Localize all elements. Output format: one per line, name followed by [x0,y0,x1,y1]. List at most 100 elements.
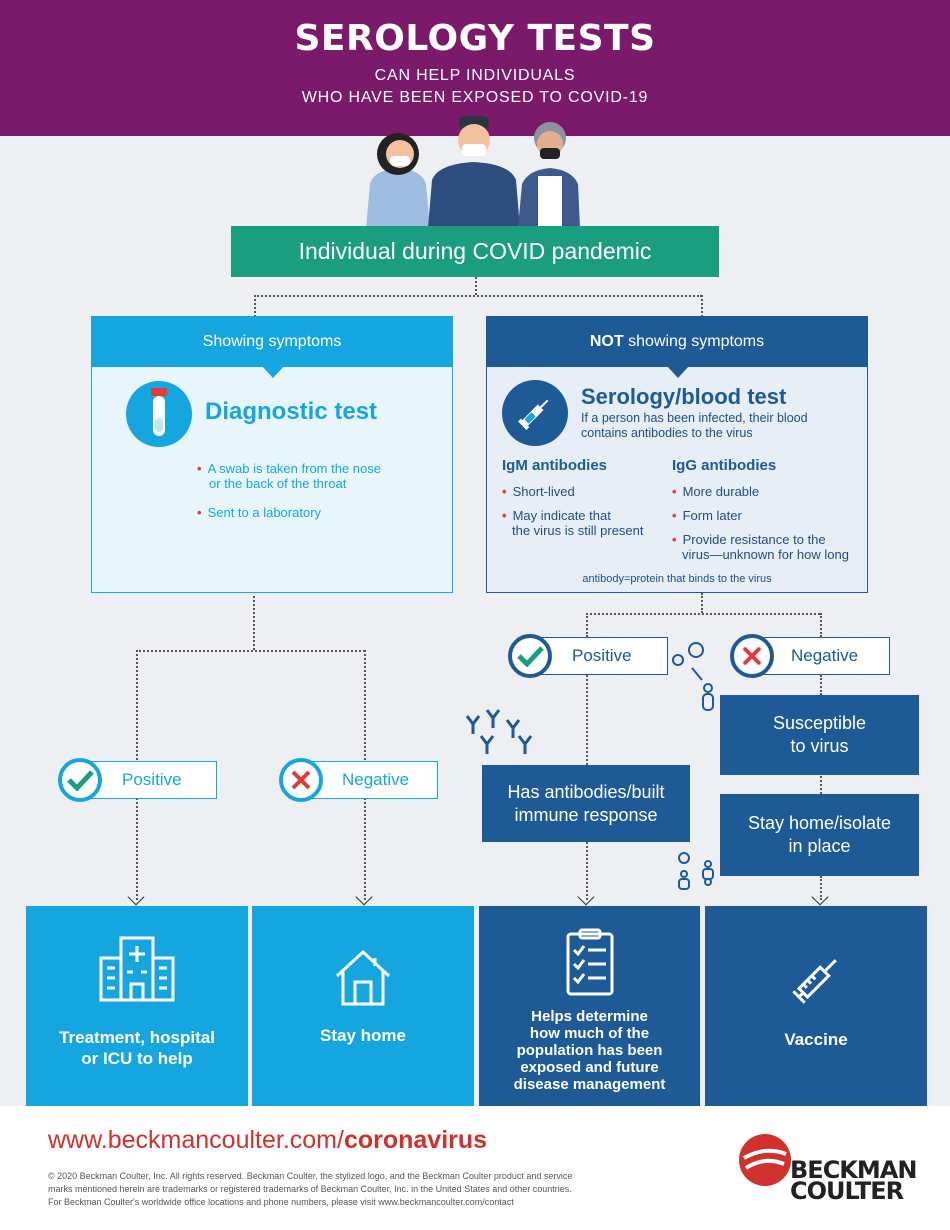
people-distance-icon [678,852,714,890]
connector [475,277,477,295]
showing-symptoms-header: Showing symptoms [91,316,453,367]
outcome-line: population has been [516,1042,663,1059]
igm-bullet-2: •May indicate that the virus is still pr… [502,508,644,538]
antibody-footnote: antibody=protein that binds to the virus [582,573,772,585]
outcome-line: exposed and future [520,1059,659,1076]
stay-isolate-box: Stay home/isolate in place [720,794,919,876]
connector [701,295,703,317]
bullet-text: More durable [682,484,760,499]
syringe-icon [502,380,568,446]
desc-line: contains antibodies to the virus [581,426,753,440]
website-link[interactable]: www.beckmancoulter.com/coronavirus [48,1126,487,1155]
box-line: Has antibodies/built [507,781,665,802]
connector [254,295,702,297]
header-banner: SEROLOGY TESTS CAN HELP INDIVIDUALS WHO … [0,0,950,136]
outcome-line: Helps determine [531,1008,648,1025]
connector [586,613,588,637]
legal-line: For Beckman Coulter's worldwide office l… [48,1197,514,1207]
right-positive-label: Positive [534,637,668,675]
igg-title: IgG antibodies [672,457,777,474]
connector [586,675,588,765]
connector [136,650,365,652]
notch [667,366,689,378]
susceptible-box: Susceptible to virus [720,695,919,775]
bullet-text: Short-lived [512,484,575,499]
right-negative-label: Negative [756,637,890,675]
subtitle-line-2: WHO HAVE BEEN EXPOSED TO COVID-19 [301,89,649,106]
igm-bullet-1: •Short-lived [502,484,575,499]
bullet-text: or the back of the throat [209,476,347,491]
bullet-text: A swab is taken from the nose [207,461,381,476]
arrow-down [355,888,373,906]
outcome-vaccine: Vaccine [705,906,927,1106]
box-line: in place [788,836,851,856]
virus-person-icon [672,642,714,711]
connector [820,876,822,900]
legal-text: © 2020 Beckman Coulter, Inc. All rights … [48,1170,688,1209]
checklist-icon [566,928,613,996]
syringe-icon [792,959,837,1004]
url-plain: www.beckmancoulter.com/ [48,1126,344,1154]
subtitle-line-1: CAN HELP INDIVIDUALS [374,67,576,84]
connector [586,842,588,900]
desc-line: If a person has been infected, their blo… [581,411,808,425]
serology-description: If a person has been infected, their blo… [581,411,808,441]
legal-line: marks mentioned herein are trademarks or… [48,1184,572,1194]
bullet-text: Form later [682,508,742,523]
diagnostic-test-title: Diagnostic test [205,398,378,425]
arrow-down [127,888,145,906]
outcome-treatment: Treatment, hospital or ICU to help [26,906,248,1106]
outcome-population: Helps determine how much of the populati… [479,906,700,1106]
left-positive-label: Positive [84,761,217,799]
outcome-line: Vaccine [784,1030,848,1049]
bullet-text: May indicate that [512,508,611,523]
outcome-line: Stay home [320,1026,406,1045]
igm-title: IgM antibodies [502,457,607,474]
box-line: Susceptible [772,713,867,733]
box-line: to virus [790,736,849,756]
bullet-laboratory: •Sent to a laboratory [197,505,322,520]
bullet-swab: •A swab is taken from the nose or the ba… [197,461,381,491]
connector [701,593,703,613]
box-line: Stay home/isolate [747,813,892,833]
connector [820,675,822,695]
people-illustration [366,116,580,228]
connector [254,295,256,317]
bullet-text: virus—unknown for how long [682,547,849,562]
notch [262,366,284,378]
connector [253,596,255,650]
serology-test-title: Serology/blood test [581,384,787,409]
hospital-icon [99,936,175,1002]
connector [820,613,822,637]
connector [820,776,822,794]
beckman-coulter-logo-icon [739,1134,791,1186]
header-bold: NOT [589,332,624,350]
x-mark-icon [730,634,774,678]
url-bold: coronavirus [343,1126,488,1154]
x-mark-icon [279,758,323,802]
outcome-line: Treatment, hospital [59,1028,215,1047]
legal-line: © 2020 Beckman Coulter, Inc. All rights … [48,1171,573,1181]
checkmark-icon [508,634,552,678]
checkmark-icon [58,758,102,802]
outcome-line: or ICU to help [81,1049,193,1068]
igg-bullet-2: •Form later [672,508,742,523]
header-rest: showing symptoms [623,332,765,350]
antibodies-icon [465,709,533,754]
bullet-text: Provide resistance to the [682,532,826,547]
arrow-down [577,888,595,906]
logo-line: COULTER [790,1177,904,1205]
bullet-text: Sent to a laboratory [207,505,322,520]
bullet-text: the virus is still present [512,523,644,538]
box-line: immune response [514,804,658,825]
house-icon [335,949,391,1006]
igg-bullet-1: •More durable [672,484,760,499]
arrow-down [811,888,829,906]
connector [586,613,820,615]
outcome-line: how much of the [529,1025,650,1042]
not-showing-symptoms-header: NOT showing symptoms [486,316,868,367]
igg-bullet-3: •Provide resistance to the virus—unknown… [672,532,849,562]
outcome-line: disease management [513,1076,666,1093]
page-title: SEROLOGY TESTS [294,18,656,59]
